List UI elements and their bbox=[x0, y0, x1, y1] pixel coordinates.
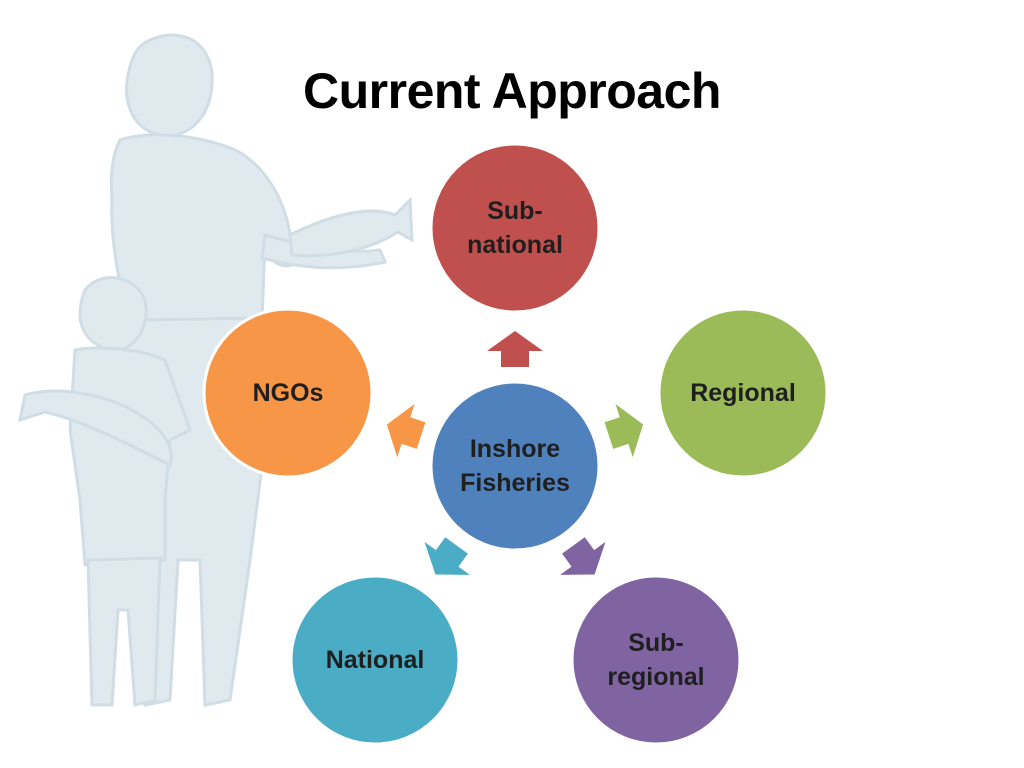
arrow-to-regional-icon bbox=[604, 403, 644, 458]
page-title: Current Approach bbox=[303, 63, 721, 119]
node-circle-regional bbox=[657, 307, 829, 479]
node-label-sub-national: Sub- national bbox=[467, 197, 563, 259]
node-circle-national bbox=[289, 574, 461, 746]
node-label-regional: Regional bbox=[690, 379, 796, 407]
node-circle-sub-regional bbox=[570, 574, 742, 746]
arrow-to-ngos-icon bbox=[386, 403, 426, 458]
arrow-to-national-icon bbox=[424, 537, 470, 575]
node-label-national: National bbox=[325, 646, 425, 674]
node-circle-sub-national bbox=[429, 142, 601, 314]
node-label-ngos: NGOs bbox=[252, 379, 324, 407]
center-label: Inshore Fisheries bbox=[460, 435, 570, 497]
arrow-to-sub-national-icon bbox=[487, 331, 543, 367]
node-label-sub-regional: Sub- regional bbox=[607, 629, 705, 691]
node-circle-ngos bbox=[202, 307, 374, 479]
center-circle bbox=[429, 380, 601, 552]
arrow-to-sub-regional-icon bbox=[560, 537, 606, 575]
